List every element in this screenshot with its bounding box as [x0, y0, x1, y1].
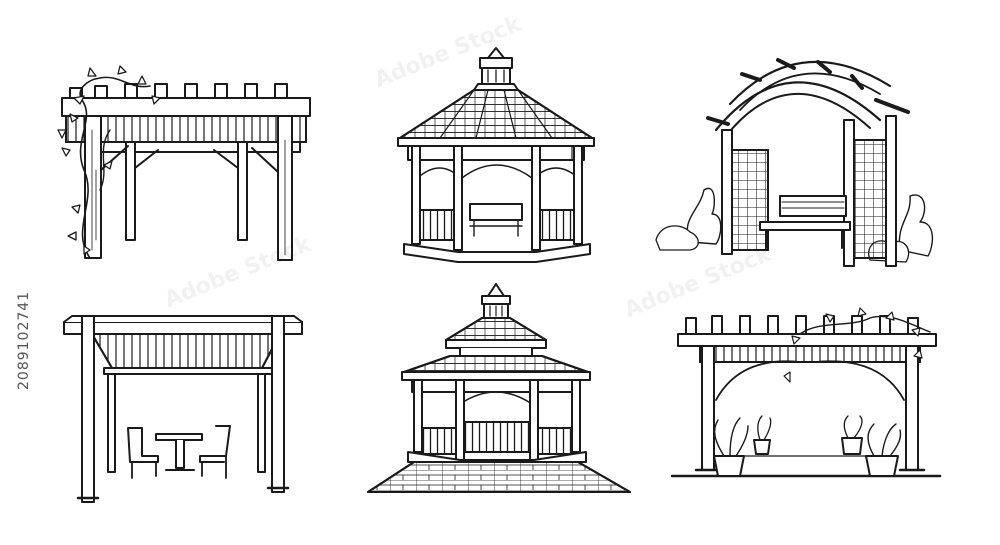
octagonal-gazebo	[397, 47, 595, 263]
louvered-pergola-with-bistro-set	[63, 315, 303, 503]
arched-arbor-with-bench	[655, 58, 934, 267]
gazebo-on-stone-patio	[367, 283, 631, 493]
stock-id: 2089102741	[16, 290, 32, 390]
pergola-with-vines	[57, 65, 311, 261]
pergola-with-potted-plants	[670, 307, 942, 478]
